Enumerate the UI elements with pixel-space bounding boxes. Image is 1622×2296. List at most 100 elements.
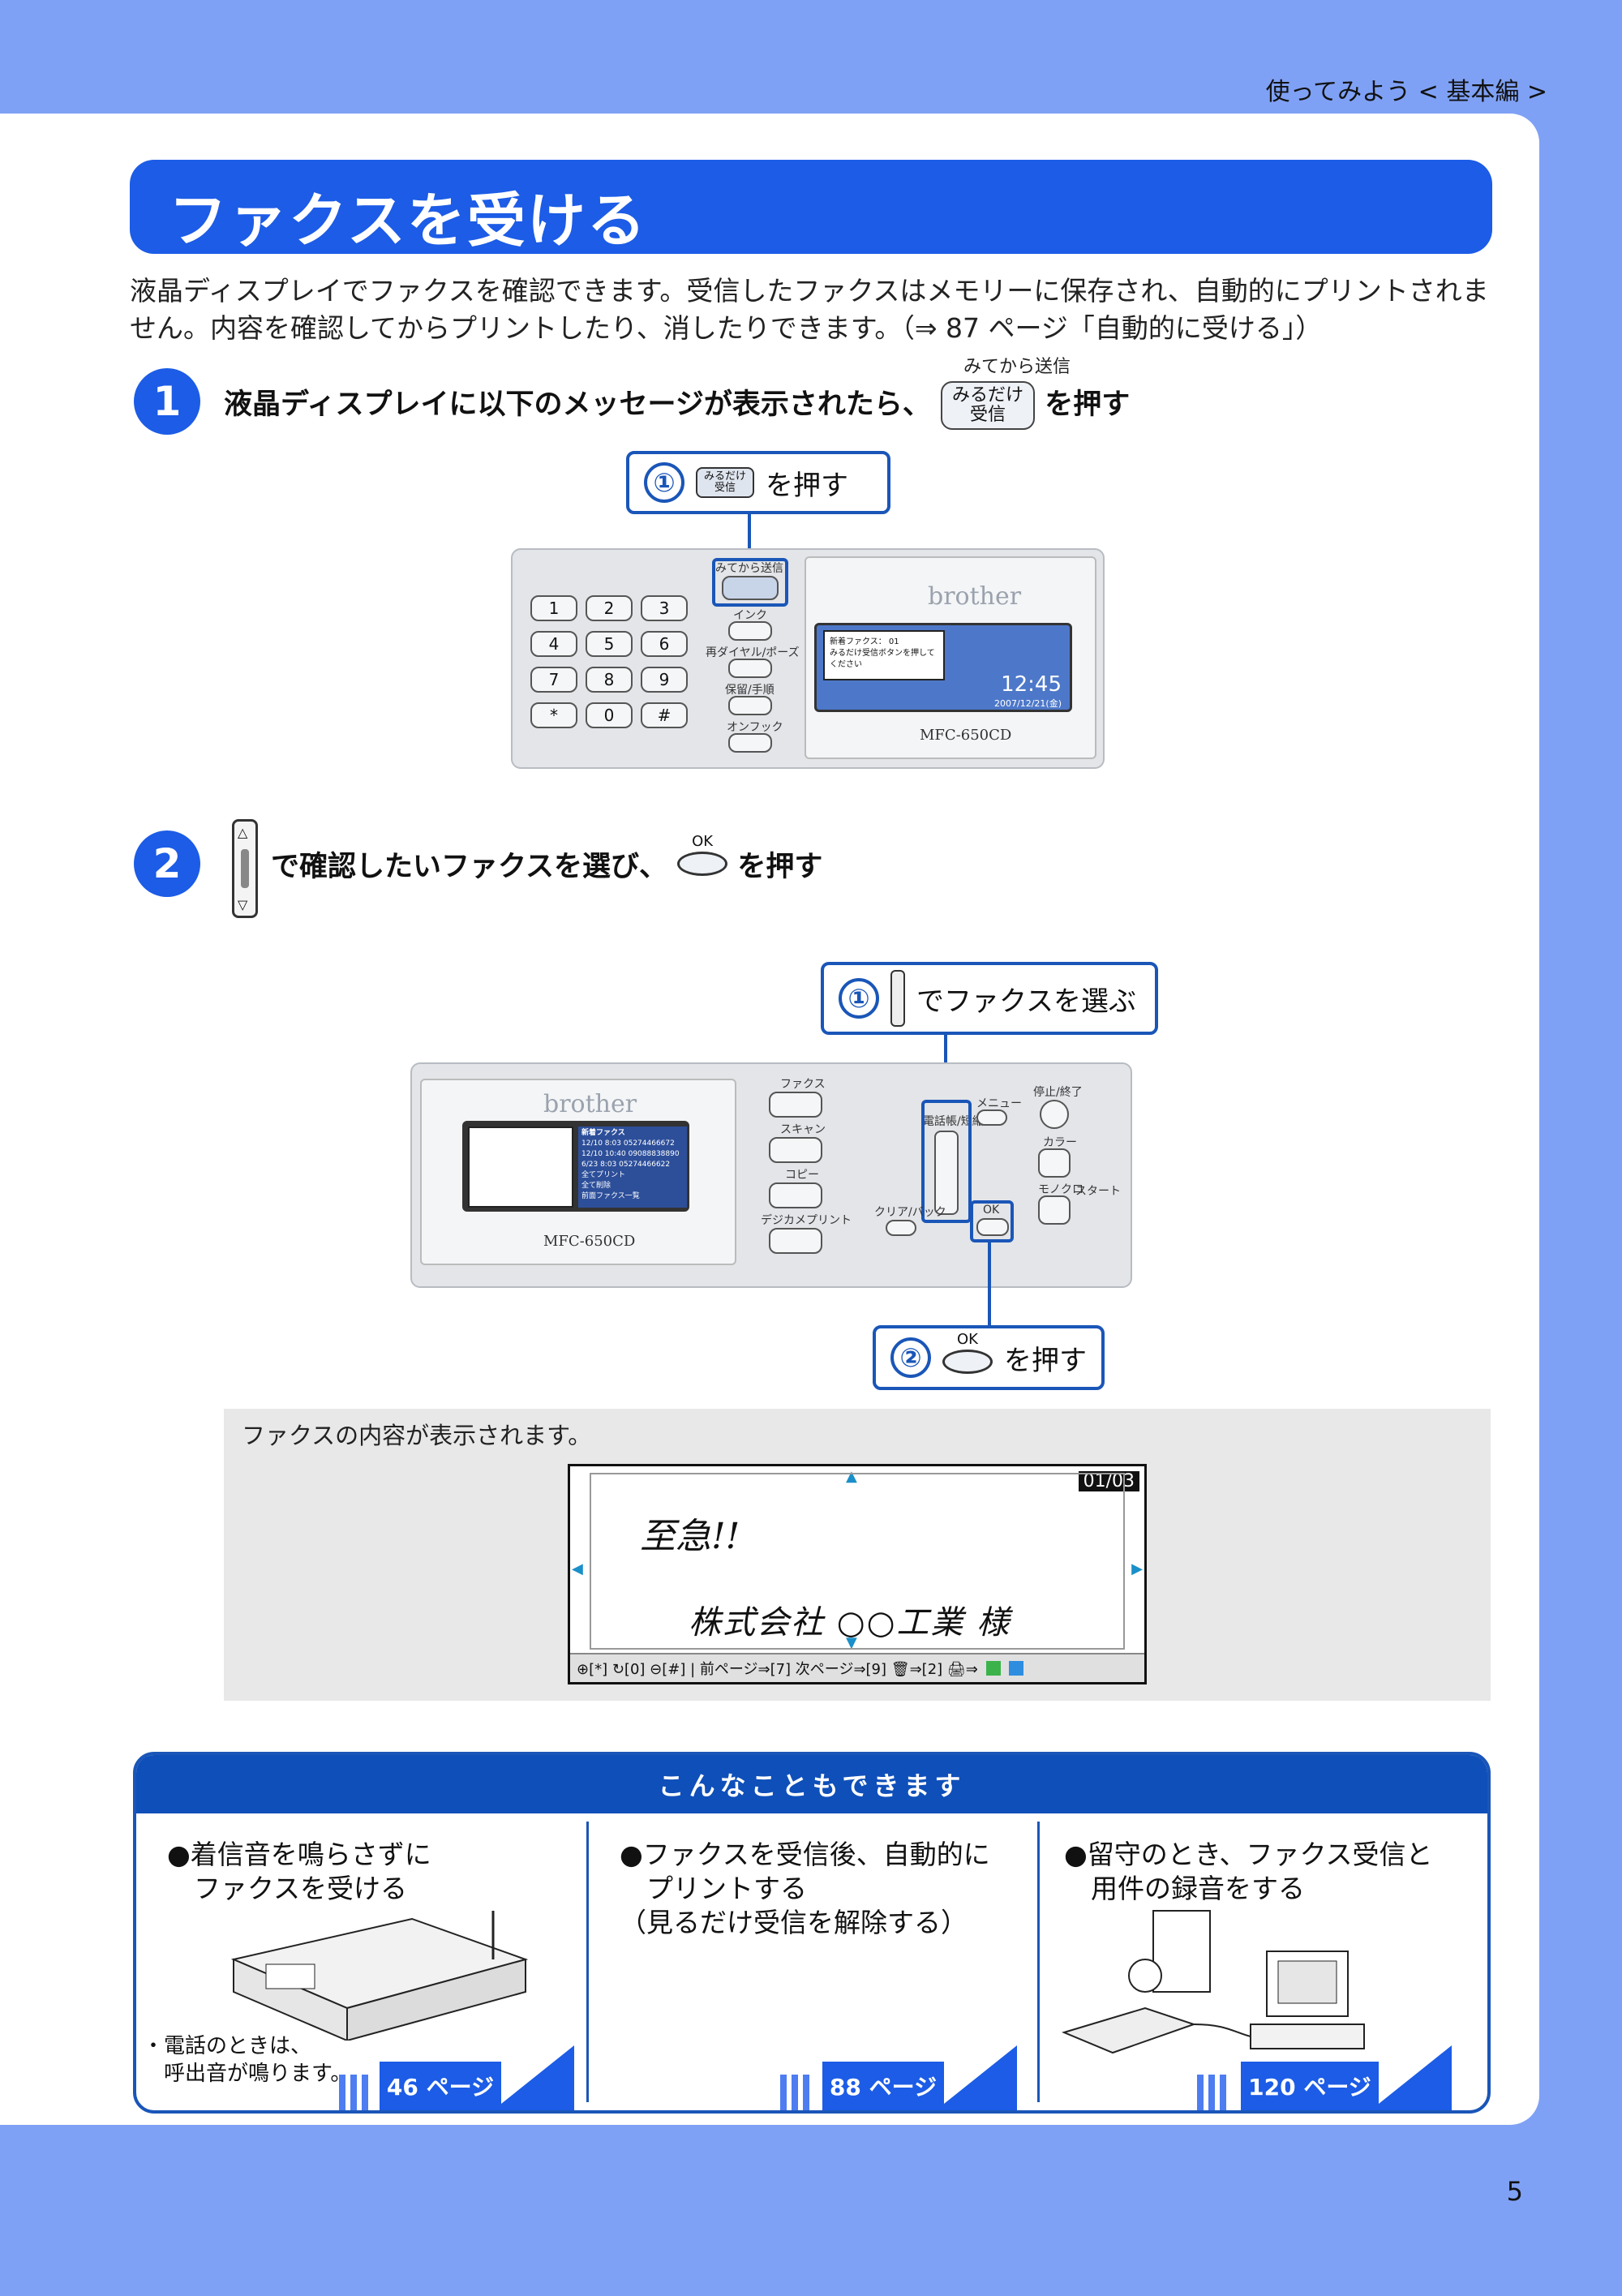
side-label: インク: [733, 609, 767, 622]
toolbar-text: ⊕[*] ↻[0] ⊖[#] | 前ページ⇒[7] 次ページ⇒[9] 🗑⇒[2]…: [577, 1661, 978, 1678]
lcd-item: 12/10 10:40 09088838890: [581, 1150, 680, 1158]
scroll-left-icon: ◀: [572, 1560, 583, 1577]
ok-button[interactable]: [976, 1218, 1009, 1236]
page-ref-arrow: [936, 2045, 1017, 2110]
keypad-key[interactable]: 2: [586, 595, 633, 621]
column-divider: [1037, 1822, 1040, 2102]
keypad-key[interactable]: 6: [641, 631, 688, 657]
redial-button[interactable]: [728, 659, 772, 678]
key-line2: 受信: [714, 482, 736, 494]
feature-note: ・電話のときは、 呼出音が鳴ります。: [143, 2032, 351, 2088]
page-ref-88[interactable]: 88 ページ: [822, 2062, 944, 2110]
miru-dake-key-icon: みるだけ 受信: [941, 381, 1036, 430]
keypad-key[interactable]: 4: [530, 631, 577, 657]
step-2-text-after: を押す: [737, 851, 823, 883]
miru-dake-button[interactable]: [722, 576, 779, 600]
step-1-callout: ① みるだけ 受信 を押す: [626, 451, 890, 514]
lcd-line1: 新着ファクス： 01: [830, 637, 899, 646]
page-ref-46[interactable]: 46 ページ: [380, 2062, 501, 2110]
model-name: MFC-650CD: [920, 727, 1012, 744]
start-mono-icon: [1008, 1661, 1023, 1676]
brand-logo: brother: [543, 1090, 637, 1118]
hook-button[interactable]: [728, 733, 772, 753]
menu-button[interactable]: [976, 1109, 1007, 1126]
color-start-button[interactable]: [1038, 1148, 1071, 1178]
answering-illustration: [1056, 1903, 1397, 2065]
ok-key-icon: OK: [677, 833, 728, 876]
keypad-key[interactable]: #: [641, 702, 688, 728]
lcd-frame: 新着ファクス 12/10 8:03 05274466672 12/10 10:4…: [462, 1121, 689, 1212]
column-divider: [586, 1822, 589, 2102]
keypad-key[interactable]: 9: [641, 667, 688, 693]
keypad-key[interactable]: 1: [530, 595, 577, 621]
feature-title-line: ●着信音を鳴らさずに: [167, 1839, 431, 1870]
start-color-icon: [985, 1661, 1001, 1676]
panel-label: クリア/バック: [874, 1206, 946, 1219]
keypad-key[interactable]: 5: [586, 631, 633, 657]
step-2-number: 2: [134, 830, 200, 897]
brand-logo: brother: [928, 582, 1022, 611]
step-2-instruction: で確認したいファクスを選び、 OK を押す: [271, 833, 823, 885]
panel-label: メニュー: [976, 1097, 1022, 1110]
down-arrow-icon: ▽: [238, 897, 248, 912]
feature-col-3: ●留守のとき、ファクス受信と 用件の録音をする 120 ページ: [1040, 1813, 1487, 2110]
mode-label: デジカメプリント: [761, 1214, 852, 1227]
page-title-bar: ファクスを受ける: [130, 160, 1492, 255]
lcd-item: 12/10 8:03 05274466672: [581, 1139, 675, 1148]
callout-text: を押す: [766, 469, 849, 502]
page-title: ファクスを受ける: [169, 187, 647, 255]
callout-num: ①: [839, 978, 879, 1019]
lcd-fax-preview: [468, 1127, 573, 1208]
page-ref-120[interactable]: 120 ページ: [1241, 2062, 1379, 2110]
page-ref-arrow: [493, 2045, 574, 2110]
stripes-decoration: [1197, 2075, 1226, 2110]
scroll-key[interactable]: [934, 1131, 959, 1215]
fax-mode-button[interactable]: [769, 1092, 822, 1118]
lcd-header: 新着ファクス: [581, 1129, 625, 1137]
scroll-up-icon: ▲: [846, 1468, 857, 1485]
step-2-callout-1: ① でファクスを選ぶ: [821, 962, 1158, 1035]
keypad-key[interactable]: *: [530, 702, 577, 728]
stripes-decoration: [339, 2075, 368, 2110]
lcd-item: 全て削除: [581, 1182, 611, 1190]
hold-button[interactable]: [728, 696, 772, 715]
fax-page: 至急!! 株式会社 ○○工業 様: [590, 1473, 1125, 1650]
lcd-footer: 前面ファクス一覧: [581, 1192, 640, 1200]
callout-leader-line: [988, 1239, 991, 1325]
printer-illustration: [217, 1911, 558, 2042]
lcd-fax-list: 新着ファクス 12/10 8:03 05274466672 12/10 10:4…: [578, 1127, 687, 1208]
mono-start-button[interactable]: [1038, 1195, 1071, 1225]
scan-mode-button[interactable]: [769, 1137, 822, 1163]
photo-mode-button[interactable]: [769, 1228, 822, 1254]
keypad-key[interactable]: 8: [586, 667, 633, 693]
fax-view-note: ファクスの内容が表示されます。: [242, 1422, 592, 1449]
ok-label: OK: [692, 833, 714, 850]
more-features-box: こんなこともできます ●着信音を鳴らさずに ファクスを受ける ・電話のときは、 …: [133, 1752, 1491, 2114]
key-line1: みるだけ: [704, 470, 747, 483]
stripes-decoration: [780, 2075, 809, 2110]
stop-button[interactable]: [1040, 1100, 1069, 1129]
side-label: 保留/手順: [725, 684, 775, 697]
up-arrow-icon: △: [238, 825, 248, 840]
keypad-key[interactable]: 3: [641, 595, 688, 621]
keypad-key[interactable]: 7: [530, 667, 577, 693]
clear-back-button[interactable]: [886, 1220, 916, 1236]
feature-title-line: ファクスを受ける: [167, 1873, 408, 1904]
ink-button[interactable]: [728, 621, 772, 641]
step-2-callout-2: ② OK を押す: [873, 1325, 1105, 1390]
side-label: 再ダイヤル/ポーズ: [706, 646, 800, 659]
model-name: MFC-650CD: [543, 1233, 636, 1250]
keypad-key[interactable]: 0: [586, 702, 633, 728]
section-note: 使ってみよう < 基本編 >: [1265, 78, 1547, 106]
handwriting-addressee: 株式会社 ○○工業 様: [689, 1604, 1011, 1642]
step-1-number: 1: [134, 368, 200, 435]
scroll-key-highlight: [921, 1100, 972, 1223]
callout-text: を押す: [1004, 1344, 1087, 1377]
copy-mode-button[interactable]: [769, 1182, 822, 1208]
feature-col-2: ●ファクスを受信後、自動的に プリントする （見るだけ受信を解除する） 88 ペ…: [589, 1813, 1040, 2110]
lcd-line2: みるだけ受信ボタンを押してください: [830, 649, 935, 669]
panel-label: OK: [983, 1204, 1000, 1217]
step-2-text-mid: で確認したいファクスを選び、: [271, 851, 667, 883]
step-1-key-caption: みてから送信: [963, 357, 1071, 377]
lcd-date: 2007/12/21(金): [994, 698, 1062, 709]
